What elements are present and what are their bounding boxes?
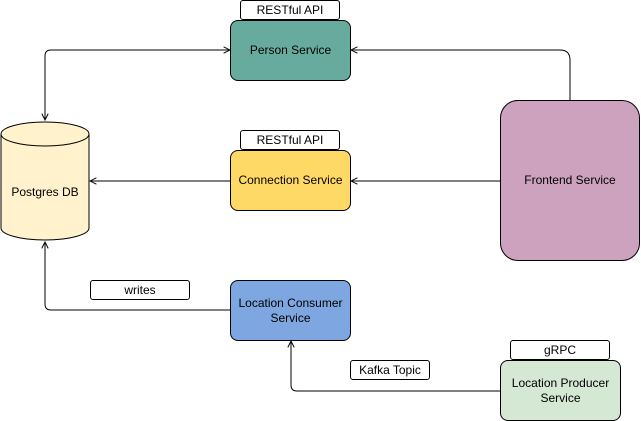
postgres-db-cylinder[interactable]	[0, 121, 90, 241]
postgres-db-label: Postgres DB	[11, 185, 79, 199]
person-service-node[interactable]: Person Service	[230, 20, 351, 81]
location-consumer-service-node[interactable]: Location Consumer Service	[230, 280, 351, 341]
grpc-tag: gRPC	[510, 340, 610, 360]
writes-tag: writes	[90, 280, 190, 300]
edge-consumer-to-db	[45, 242, 230, 311]
frontend-service-node[interactable]: Frontend Service	[500, 100, 640, 261]
db-top	[0, 121, 90, 147]
location-producer-service-node[interactable]: Location Producer Service	[500, 360, 621, 421]
person-api-tag: RESTful API	[240, 0, 340, 20]
db-body	[0, 134, 90, 241]
edge-producer-to-consumer	[291, 341, 500, 392]
edge-frontend-to-person	[351, 50, 571, 101]
connection-service-node[interactable]: Connection Service	[230, 150, 351, 211]
connection-api-tag: RESTful API	[240, 130, 340, 150]
edge-person-db-bidirectional	[45, 50, 230, 120]
kafka-topic-tag: Kafka Topic	[350, 360, 430, 380]
